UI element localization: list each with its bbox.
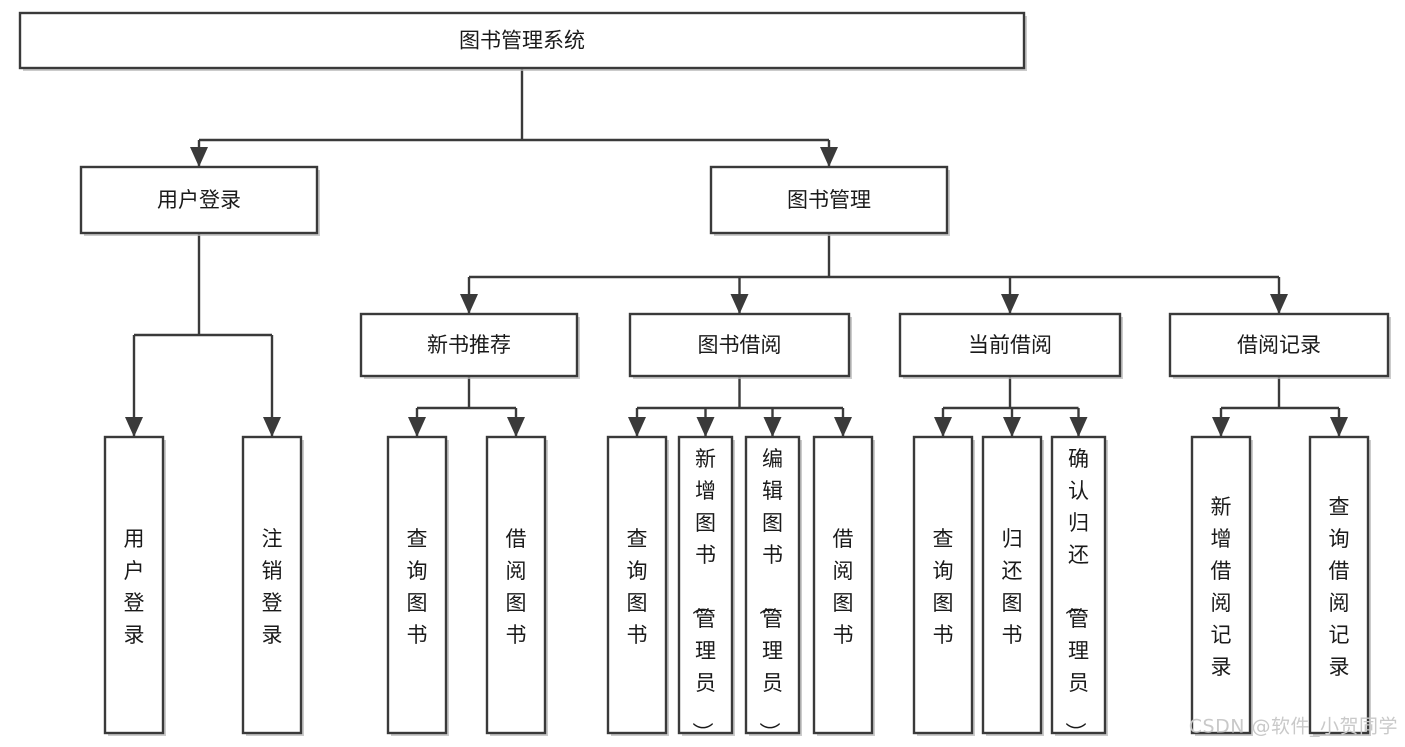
node-leaf-query-record[interactable]: 查询借阅记录	[1308, 435, 1371, 736]
book-manage-arrow-0	[460, 294, 478, 314]
node-label: 查询图书	[933, 527, 954, 647]
node-rect[interactable]	[79, 165, 319, 235]
node-rect[interactable]	[606, 435, 668, 735]
node-label: 图书管理系统	[459, 29, 585, 53]
node-label: 查询借阅记录	[1329, 495, 1350, 679]
node-rect[interactable]	[912, 435, 974, 735]
node-rect[interactable]	[1308, 435, 1370, 735]
leaf-user-login-arrow-0	[125, 417, 143, 437]
node-rect[interactable]	[628, 312, 851, 378]
node-leaf-borrow-book-2[interactable]: 借阅图书	[812, 435, 875, 736]
node-label: 查询图书	[407, 527, 428, 647]
node-rect[interactable]	[103, 435, 165, 735]
node-book-manage[interactable]: 图书管理	[709, 165, 950, 236]
node-leaf-add-book[interactable]: 新增图书（管理员）	[677, 435, 735, 743]
node-rect[interactable]	[898, 312, 1122, 378]
node-root[interactable]: 图书管理系统	[18, 11, 1027, 71]
node-current-borrow[interactable]: 当前借阅	[898, 312, 1123, 379]
node-rect[interactable]	[485, 435, 547, 735]
node-rect[interactable]	[1050, 435, 1107, 735]
node-rect[interactable]	[1168, 312, 1390, 378]
node-rect[interactable]	[812, 435, 874, 735]
node-rect[interactable]	[386, 435, 448, 735]
node-boxes: 图书管理系统用户登录图书管理新书推荐图书借阅当前借阅借阅记录用户登录注销登录查询…	[18, 11, 1391, 743]
connector-links	[125, 68, 1348, 437]
leaf-new-book-rec-arrow-1	[507, 417, 525, 437]
node-label: 图书借阅	[698, 333, 782, 357]
node-leaf-query-book-3[interactable]: 查询图书	[912, 435, 975, 736]
node-label: 当前借阅	[968, 333, 1052, 357]
node-rect[interactable]	[1190, 435, 1252, 735]
node-leaf-query-book-2[interactable]: 查询图书	[606, 435, 669, 736]
leaf-book-borrow-arrow-3	[834, 417, 852, 437]
book-manage-arrow-1	[730, 294, 749, 314]
book-manage-arrow-3	[1270, 294, 1288, 314]
leaf-new-book-rec-arrow-0	[408, 417, 426, 437]
node-rect[interactable]	[18, 11, 1026, 70]
leaf-borrow-record-arrow-0	[1212, 417, 1230, 437]
node-rect[interactable]	[677, 435, 734, 735]
node-label: 归还图书	[1002, 527, 1023, 647]
node-rect[interactable]	[744, 435, 801, 735]
node-rect[interactable]	[981, 435, 1043, 735]
leaf-book-borrow-arrow-1	[696, 417, 715, 437]
node-label: 确认归还（管理员）	[1063, 447, 1089, 743]
node-label: 图书管理	[787, 188, 871, 212]
leaf-user-login-arrow-1	[263, 417, 281, 437]
node-label: 用户登录	[124, 527, 145, 647]
node-leaf-user-login[interactable]: 用户登录	[103, 435, 166, 736]
node-leaf-query-book-1[interactable]: 查询图书	[386, 435, 449, 736]
node-leaf-confirm-return[interactable]: 确认归还（管理员）	[1050, 435, 1108, 743]
node-new-book-rec[interactable]: 新书推荐	[359, 312, 580, 379]
node-leaf-edit-book[interactable]: 编辑图书（管理员）	[744, 435, 802, 743]
node-label: 借阅图书	[833, 527, 854, 647]
node-leaf-borrow-book-1[interactable]: 借阅图书	[485, 435, 548, 736]
root-arrow-0	[190, 147, 208, 167]
node-label: 借阅记录	[1237, 333, 1321, 357]
leaf-current-borrow-arrow-2	[1069, 417, 1088, 437]
node-label: 编辑图书（管理员）	[757, 447, 783, 743]
node-book-borrow[interactable]: 图书借阅	[628, 312, 852, 379]
node-leaf-return-book[interactable]: 归还图书	[981, 435, 1044, 736]
leaf-book-borrow-arrow-2	[763, 417, 782, 437]
node-rect[interactable]	[241, 435, 303, 735]
node-label: 用户登录	[157, 188, 241, 212]
node-label: 新增图书（管理员）	[690, 447, 716, 743]
node-label: 借阅图书	[506, 527, 527, 647]
node-label: 注销登录	[262, 527, 283, 647]
node-label: 新增借阅记录	[1211, 495, 1232, 679]
node-rect[interactable]	[359, 312, 579, 378]
leaf-book-borrow-arrow-0	[628, 417, 646, 437]
leaf-borrow-record-arrow-1	[1330, 417, 1348, 437]
node-label: 新书推荐	[427, 333, 511, 357]
node-borrow-record[interactable]: 借阅记录	[1168, 312, 1391, 379]
leaf-current-borrow-arrow-0	[934, 417, 952, 437]
book-manage-arrow-2	[1001, 294, 1019, 314]
node-rect[interactable]	[709, 165, 949, 235]
csdn-watermark: CSDN @软件_小贺同学	[1189, 716, 1398, 738]
root-arrow-1	[820, 147, 838, 167]
node-label: 查询图书	[627, 527, 648, 647]
leaf-current-borrow-arrow-1	[1003, 417, 1021, 437]
node-user-login[interactable]: 用户登录	[79, 165, 320, 236]
node-leaf-logout[interactable]: 注销登录	[241, 435, 304, 736]
node-leaf-add-record[interactable]: 新增借阅记录	[1190, 435, 1253, 736]
